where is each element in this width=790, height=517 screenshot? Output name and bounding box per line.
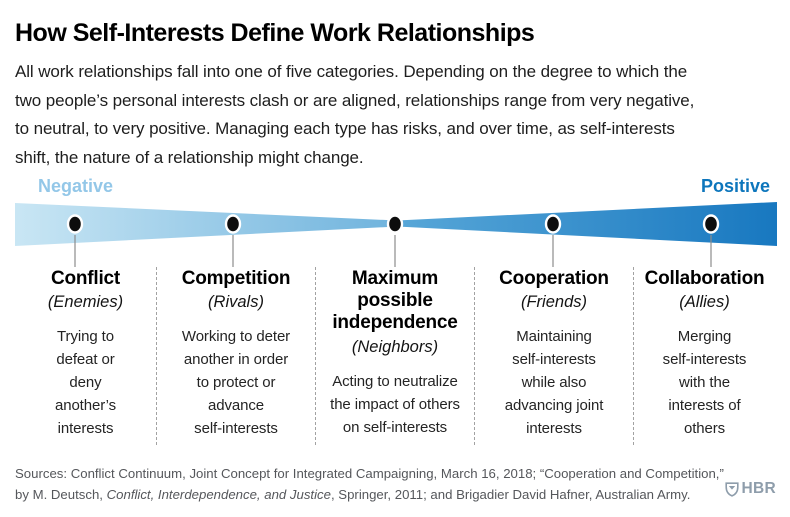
sources-line2-prefix: by M. Deutsch, xyxy=(15,487,107,503)
category-competition: Competition (Rivals) Working to deter an… xyxy=(157,267,316,445)
intro-paragraph: All work relationships fall into one of … xyxy=(15,62,695,167)
spectrum-axis-labels: Negative Positive xyxy=(15,176,775,197)
sources-book-title: Conflict, Interdependence, and Justice xyxy=(106,487,331,503)
positive-label: Positive xyxy=(700,176,770,196)
spectrum-dot-cooperation xyxy=(544,214,562,234)
hbr-shield-icon xyxy=(724,481,739,497)
category-alias: (Allies) xyxy=(679,293,730,312)
category-alias: (Friends) xyxy=(520,293,587,312)
negative-label: Negative xyxy=(38,176,114,196)
spectrum-dot-conflict xyxy=(66,214,84,234)
category-name: Conflict xyxy=(50,268,121,289)
category-description: Merging self-interests with the interest… xyxy=(662,328,747,438)
category-alias: (Neighbors) xyxy=(351,337,439,356)
category-name: Maximum possible independence xyxy=(332,268,458,334)
category-independence: Maximum possible independence (Neighbors… xyxy=(316,267,475,445)
positive-wedge xyxy=(397,202,777,246)
spectrum-dot-independence xyxy=(386,214,404,234)
category-description: Maintaining self-interests while also ad… xyxy=(504,328,604,438)
category-name: Collaboration xyxy=(644,268,765,289)
spectrum-dot-collaboration xyxy=(702,214,720,234)
sources-line1: Sources: Conflict Continuum, Joint Conce… xyxy=(15,466,724,481)
category-name: Cooperation xyxy=(499,268,609,289)
category-collaboration: Collaboration (Allies) Merging self-inte… xyxy=(634,267,775,445)
hbr-logo: HBR xyxy=(724,480,776,498)
category-alias: (Enemies) xyxy=(47,293,124,312)
negative-wedge xyxy=(15,203,397,246)
category-description: Trying to defeat or deny another’s inter… xyxy=(54,328,117,438)
category-alias: (Rivals) xyxy=(208,293,264,312)
sources-note: Sources: Conflict Continuum, Joint Conce… xyxy=(15,463,727,506)
sources-line2-suffix: , Springer, 2011; and Brigadier David Ha… xyxy=(330,487,691,503)
category-cooperation: Cooperation (Friends) Maintaining self-i… xyxy=(475,267,634,445)
category-conflict: Conflict (Enemies) Trying to defeat or d… xyxy=(15,267,157,445)
spectrum-diagram xyxy=(15,202,777,267)
category-name: Competition xyxy=(181,268,291,289)
hbr-logo-text: HBR xyxy=(741,480,776,497)
page-title: How Self-Interests Define Work Relations… xyxy=(15,19,535,47)
category-columns: Conflict (Enemies) Trying to defeat or d… xyxy=(15,267,775,445)
category-description: Acting to neutralize the impact of other… xyxy=(330,372,460,436)
category-description: Working to deter another in order to pro… xyxy=(181,328,291,438)
spectrum-dot-competition xyxy=(224,214,242,234)
